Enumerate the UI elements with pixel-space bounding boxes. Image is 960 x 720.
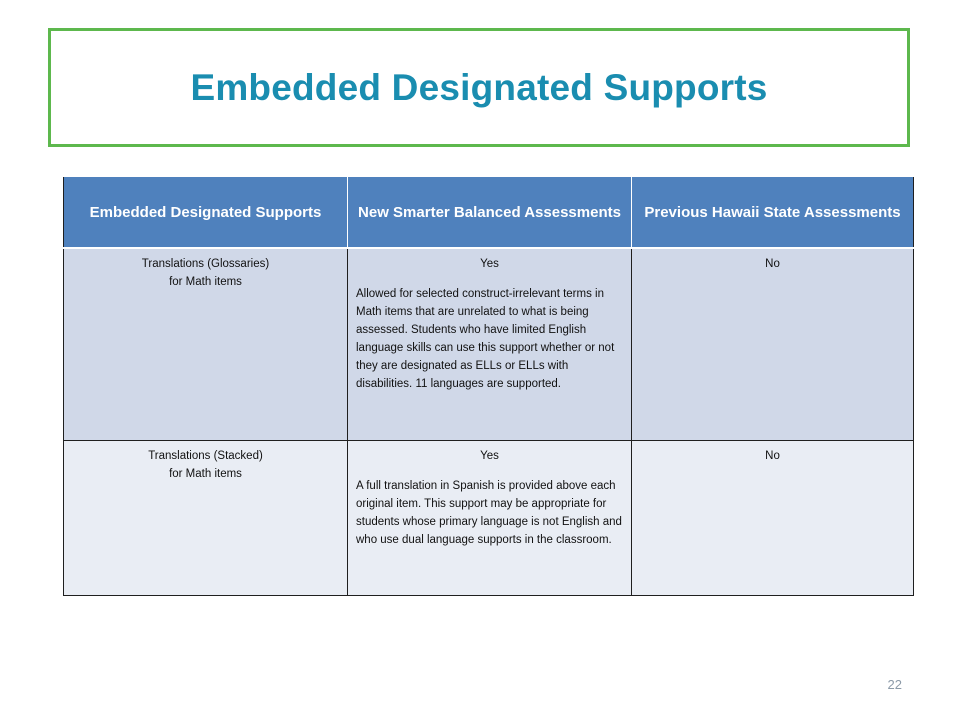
support-name-cell: Translations (Stacked) for Math items [63, 440, 348, 596]
sba-description: A full translation in Spanish is provide… [356, 480, 622, 546]
hsa-answer: No [765, 258, 780, 270]
hsa-cell: No [631, 440, 914, 596]
table-row: Translations (Stacked) for Math items Ye… [63, 440, 914, 596]
table-row: Translations (Glossaries) for Math items… [63, 248, 914, 441]
table-header-row: Embedded Designated Supports New Smarter… [63, 177, 914, 249]
supports-table: Embedded Designated Supports New Smarter… [63, 177, 914, 596]
support-subject: for Math items [169, 468, 242, 480]
sba-description: Allowed for selected construct-irrelevan… [356, 288, 615, 390]
sba-answer: Yes [480, 450, 499, 462]
sba-answer: Yes [480, 258, 499, 270]
support-subject: for Math items [169, 276, 242, 288]
title-box: Embedded Designated Supports [48, 28, 910, 147]
slide-title: Embedded Designated Supports [190, 66, 768, 108]
hsa-cell: No [631, 248, 914, 441]
hsa-answer: No [765, 450, 780, 462]
header-embedded-designated-supports: Embedded Designated Supports [63, 177, 348, 249]
page-number: 22 [887, 677, 902, 692]
header-new-smarter-balanced: New Smarter Balanced Assessments [347, 177, 632, 249]
sba-cell: Yes Allowed for selected construct-irrel… [347, 248, 632, 441]
support-name: Translations (Stacked) [148, 450, 263, 462]
support-name-cell: Translations (Glossaries) for Math items [63, 248, 348, 441]
sba-cell: Yes A full translation in Spanish is pro… [347, 440, 632, 596]
support-name: Translations (Glossaries) [141, 258, 270, 270]
header-previous-hawaii-state: Previous Hawaii State Assessments [631, 177, 914, 249]
